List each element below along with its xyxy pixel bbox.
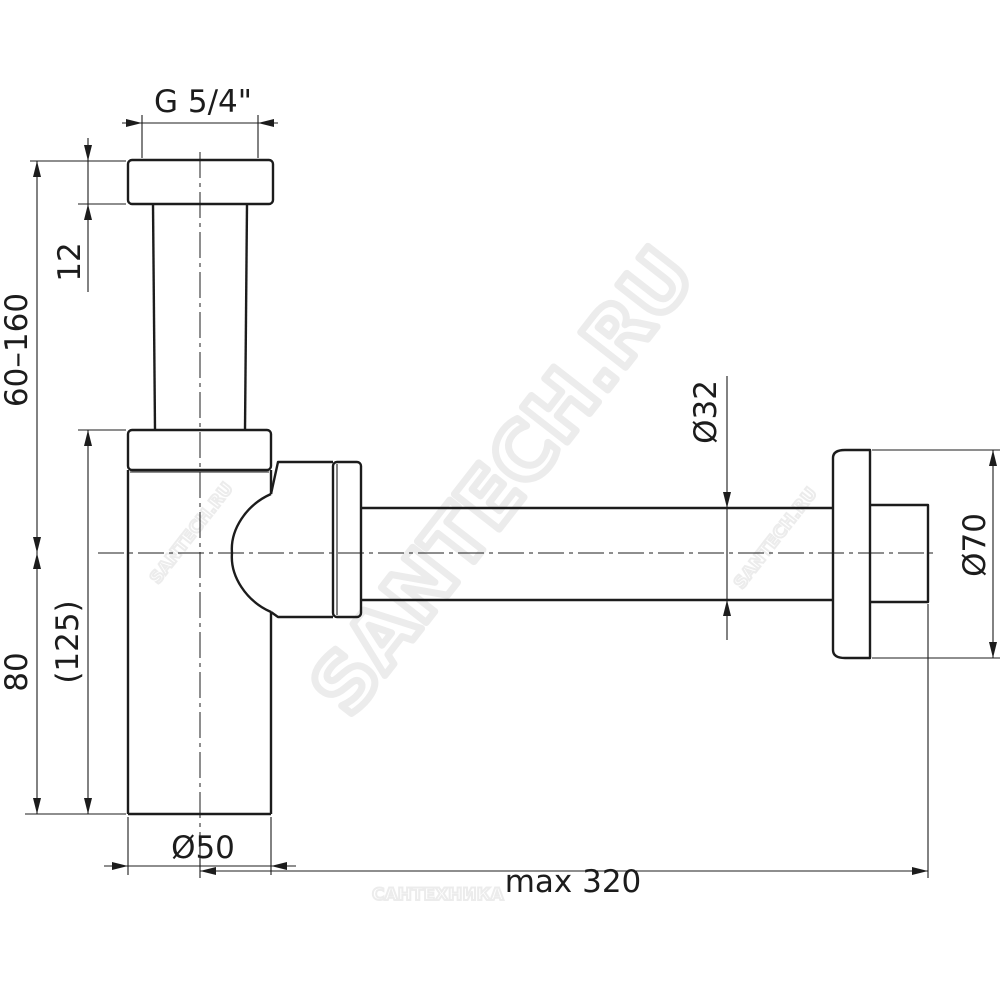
arrow-outlet-bottom: [33, 798, 41, 814]
arrow-nut-top: [84, 145, 92, 161]
arrow-body-right: [271, 862, 287, 870]
arrow-flange-top: [989, 450, 997, 466]
wall-socket: [870, 503, 930, 604]
arrow-length-left: [200, 867, 216, 875]
arrow-nut-bottom: [84, 204, 92, 220]
label-max-length: max 320: [505, 864, 642, 900]
siphon-outline: [126, 158, 930, 816]
arrow-height-range-top: [33, 161, 41, 177]
arrow-alt-bottom: [84, 798, 92, 814]
arrow-thread-left: [126, 119, 142, 127]
tail-pipe-left-wall: [151, 203, 157, 431]
label-thread: G 5/4": [154, 84, 252, 120]
arrow-pipe-bottom: [723, 600, 731, 616]
outlet-elbow-shoulder: [269, 460, 333, 619]
watermark-copy-bottom: САНТЕХНИКА: [372, 885, 505, 905]
arrow-thread-right: [258, 119, 274, 127]
body-cap-nut: [126, 428, 273, 472]
wall-flange: [831, 448, 872, 660]
outlet-nut: [331, 460, 363, 619]
centerlines: [98, 152, 938, 840]
label-pipe-diameter: Ø32: [688, 380, 724, 444]
watermark-main: SANTECH.RU: [294, 232, 712, 732]
dimension-lines: [25, 115, 1000, 878]
label-outlet-height: 80: [0, 652, 35, 691]
arrow-flange-bottom: [989, 642, 997, 658]
watermark: SANTECH.RU SANTECH.RU SANTECH.RU САНТЕХН…: [145, 228, 822, 906]
arrow-height-range-bottom: [33, 537, 41, 553]
label-nut-height: 12: [52, 242, 88, 281]
watermark-copy-left: SANTECH.RU: [146, 479, 237, 588]
label-body-diameter: Ø50: [171, 830, 235, 866]
arrow-length-right: [912, 867, 928, 875]
outlet-elbow: [230, 492, 272, 614]
arrow-pipe-top: [723, 492, 731, 508]
label-outlet-height-alt: (125): [50, 600, 86, 683]
tail-pipe-right-wall: [243, 203, 249, 431]
arrow-outlet-top: [33, 553, 41, 569]
arrow-alt-top: [84, 430, 92, 446]
watermark-copy-right: SANTECH.RU: [730, 484, 821, 593]
arrow-body-left: [112, 862, 128, 870]
label-flange-diameter: Ø70: [957, 513, 993, 577]
label-height-range: 60–160: [0, 293, 35, 407]
dimension-labels: G 5/4" 60–160 12 80 (125) Ø50 max 320 Ø3…: [0, 84, 993, 900]
top-nut: [126, 158, 275, 206]
